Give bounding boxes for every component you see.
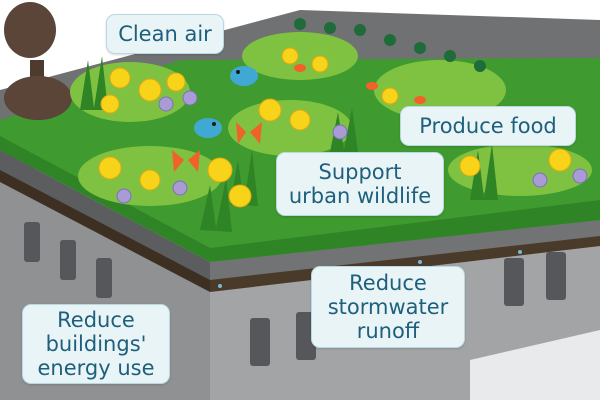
butterfly-wing (172, 150, 184, 172)
yellow-flowers (98, 47, 572, 208)
crop-plants (294, 18, 486, 72)
vegetables (294, 64, 426, 104)
yellow-flower (258, 98, 282, 122)
garden-bed (242, 32, 358, 80)
vegetable (294, 64, 306, 72)
roof-side-ledge (210, 218, 600, 282)
bird-eye (212, 122, 216, 126)
butterfly-wing (188, 150, 200, 172)
purple-flower (532, 172, 548, 188)
bird-body (194, 118, 222, 138)
crop-plant (324, 22, 336, 34)
grass-tuft (200, 178, 232, 232)
soil-layer (210, 236, 600, 292)
soil-layer-front (0, 170, 210, 292)
building-corner-edge (470, 330, 600, 400)
roof-front-ledge (0, 150, 210, 282)
grass-tuft (80, 56, 108, 110)
crop-plant (474, 60, 486, 72)
yellow-flower (139, 169, 161, 191)
vegetable (414, 96, 426, 104)
yellow-flower (166, 72, 186, 92)
yellow-flower (98, 156, 122, 180)
yellow-flower (281, 47, 299, 65)
garden-bed (374, 60, 506, 120)
bird-body (230, 66, 258, 86)
yellow-flower (207, 157, 233, 183)
label-produce-food: Produce food (400, 106, 576, 146)
crop-plant (444, 50, 456, 62)
grass-tuft (470, 144, 498, 200)
label-reduce-stormwater: Reduce stormwater runoff (311, 266, 465, 348)
crop-plant (384, 34, 396, 46)
grass-tuft (330, 108, 358, 152)
tree-base (4, 76, 72, 120)
purple-flower (172, 180, 188, 196)
label-clean-air: Clean air (106, 14, 224, 54)
lawn-front-grass (0, 136, 600, 262)
yellow-flower (311, 55, 329, 73)
label-reduce-energy: Reduce buildings' energy use (22, 304, 170, 384)
butterfly (172, 150, 200, 172)
window (60, 240, 76, 280)
yellow-flower (289, 109, 311, 131)
drip (418, 260, 422, 264)
yellow-flower (381, 87, 399, 105)
purple-flower (572, 168, 588, 184)
bird (230, 66, 258, 86)
butterfly-wing (236, 122, 246, 144)
crop-plant (414, 42, 426, 54)
yellow-flower (100, 94, 120, 114)
purple-flower (332, 124, 348, 140)
tree-canopy (4, 2, 56, 58)
window (24, 222, 40, 262)
window (96, 258, 112, 298)
window (250, 318, 270, 366)
yellow-flower (548, 148, 572, 172)
bird (194, 118, 222, 138)
tree (4, 2, 72, 120)
window (504, 258, 524, 306)
window (546, 252, 566, 300)
yellow-flower (228, 184, 252, 208)
purple-flowers (116, 90, 588, 204)
purple-flower (116, 188, 132, 204)
vegetable (366, 82, 378, 90)
yellow-flower (459, 155, 481, 177)
crop-plant (294, 18, 306, 30)
purple-flower (158, 96, 174, 112)
butterfly-wing (250, 122, 262, 144)
butterfly (236, 122, 262, 144)
label-support-wildlife: Support urban wildlife (276, 152, 444, 216)
drip (218, 284, 222, 288)
purple-flower (182, 90, 198, 106)
yellow-flower (138, 78, 162, 102)
yellow-flower (109, 67, 131, 89)
drip (518, 250, 522, 254)
bird-eye (236, 70, 240, 74)
crop-plant (354, 24, 366, 36)
